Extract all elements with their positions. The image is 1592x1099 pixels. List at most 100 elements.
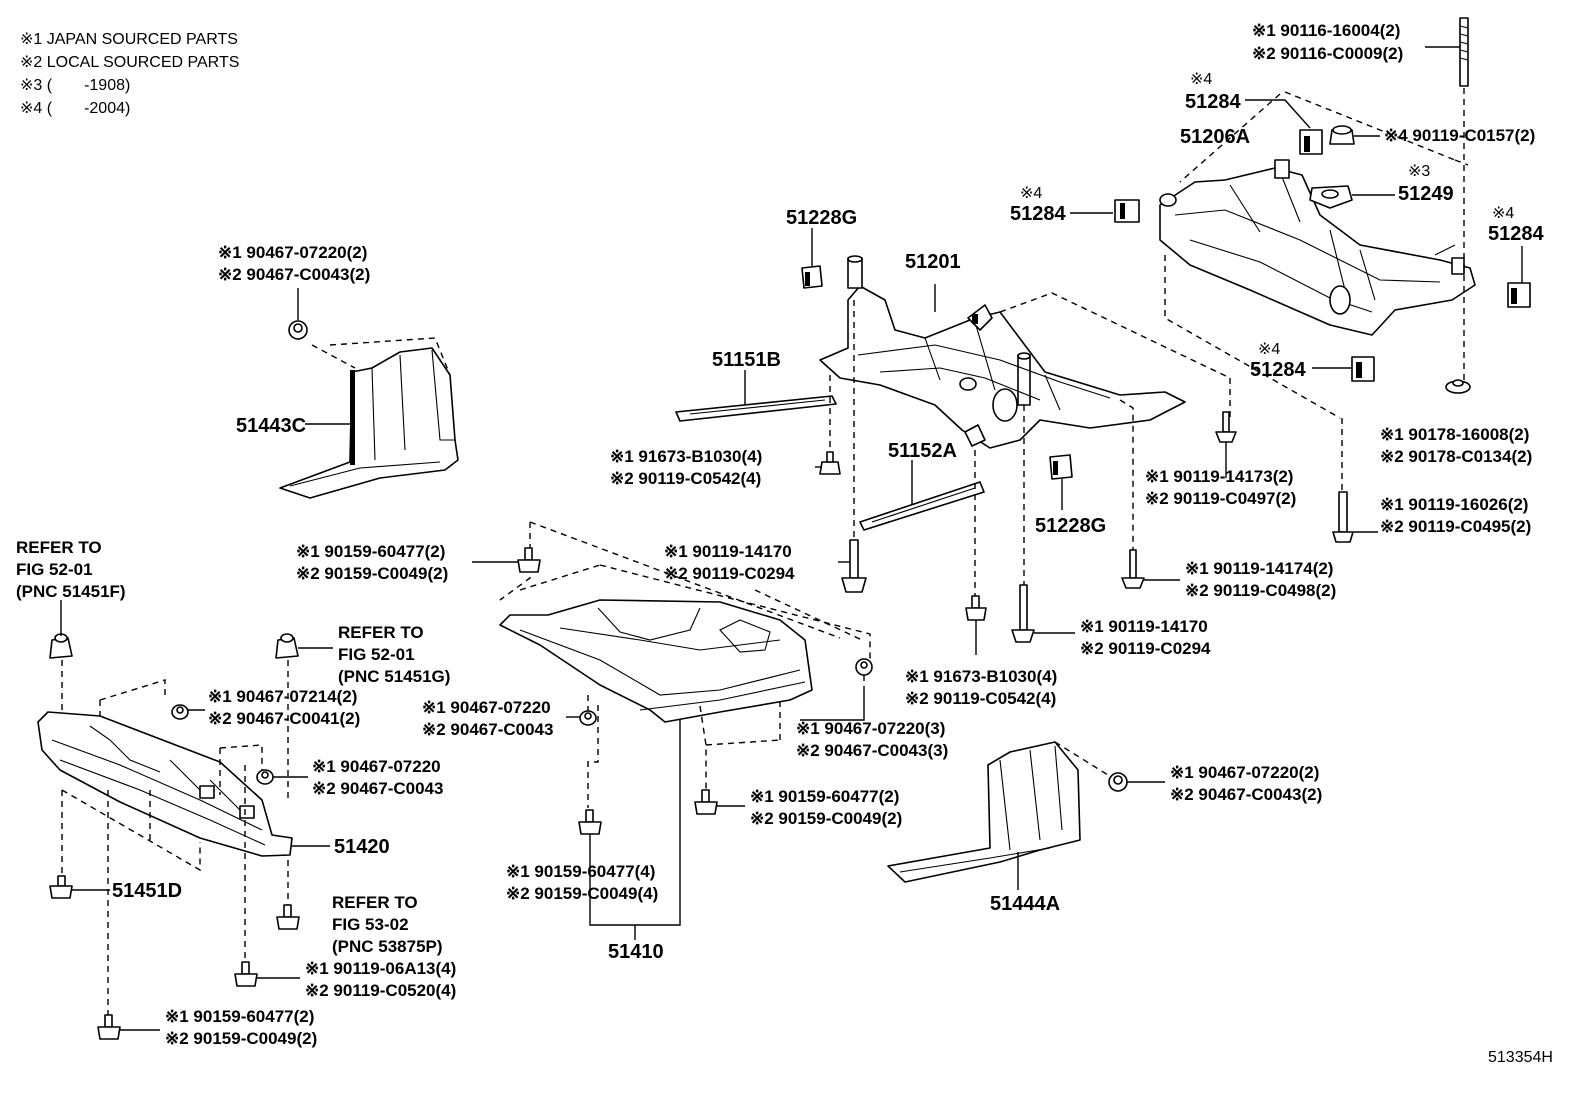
clip-90467-3 xyxy=(855,658,873,676)
label-90159-top-2: ※2 90159-C0049(2) xyxy=(296,564,448,583)
label-90467-07214-1: ※1 90467-07214(2) xyxy=(208,687,357,706)
refer-F-line-1: REFER TO xyxy=(16,538,102,557)
bolt-51451D xyxy=(49,875,73,899)
clip-90467-07214 xyxy=(171,704,189,720)
label-90119-14170b-1: ※1 90119-14170 xyxy=(1080,617,1208,636)
label-90178-1: ※1 90178-16008(2) xyxy=(1380,425,1529,444)
undercover-51420 xyxy=(37,711,293,857)
label-90467-top-2: ※2 90467-C0043(2) xyxy=(218,265,370,284)
bolt-90119-06A13 xyxy=(234,961,258,987)
label-51201: 51201 xyxy=(905,251,961,273)
stopper-51284-a xyxy=(1299,129,1323,155)
refer-G-line-2: FIG 52-01 xyxy=(338,645,415,664)
label-90119-06A13-2: ※2 90119-C0520(4) xyxy=(305,981,456,1000)
refer-F-line-3: (PNC 51451F) xyxy=(16,582,126,601)
label-90159-mid-2: ※2 90159-C0049(2) xyxy=(750,809,902,828)
bolt-90159-4 xyxy=(578,809,602,835)
label-51284b-note: ※4 xyxy=(1020,185,1042,202)
label-90467-left-1: ※1 90467-07220 xyxy=(312,757,441,776)
refer-F-line-2: FIG 52-01 xyxy=(16,560,93,579)
label-51206A: 51206A xyxy=(1180,126,1250,148)
label-90119-C0157: ※4 90119-C0157(2) xyxy=(1384,126,1535,145)
bolt-90119-14174 xyxy=(1121,549,1145,589)
label-90159-bottom-1: ※1 90159-60477(2) xyxy=(165,1007,314,1026)
bolt-90159-top xyxy=(517,547,541,573)
label-90467-3-1: ※1 90467-07220(3) xyxy=(796,719,945,738)
label-90159-top-1: ※1 90159-60477(2) xyxy=(296,542,445,561)
label-51444A: 51444A xyxy=(990,893,1060,915)
label-51284d: 51284 xyxy=(1250,359,1306,381)
label-90119-16026-1: ※1 90119-16026(2) xyxy=(1380,495,1528,514)
label-51284a: 51284 xyxy=(1185,91,1241,113)
bolt-90159-bottom xyxy=(97,1014,121,1040)
label-90119-14170b-2: ※2 90119-C0294 xyxy=(1080,639,1211,658)
label-90119-14174-2: ※2 90119-C0498(2) xyxy=(1185,581,1336,600)
label-90119-14173-1: ※1 90119-14173(2) xyxy=(1145,467,1293,486)
label-90467-top-1: ※1 90467-07220(2) xyxy=(218,243,367,262)
label-90467-mid-2: ※2 90467-C0043 xyxy=(422,720,553,739)
clip-90467-left xyxy=(256,769,274,785)
bolt-90159-mid xyxy=(694,789,718,815)
brace-51151B xyxy=(675,395,837,422)
label-90467-left-2: ※2 90467-C0043 xyxy=(312,779,443,798)
label-51151B: 51151B xyxy=(712,349,781,371)
refer-53-line-1: REFER TO xyxy=(332,893,418,912)
label-90119-16026-2: ※2 90119-C0495(2) xyxy=(1380,517,1531,536)
brace-51152A xyxy=(859,481,985,531)
bolt-90116-16004 xyxy=(1459,17,1469,87)
note-1: ※1 JAPAN SOURCED PARTS xyxy=(20,31,238,48)
label-91673a-2: ※2 90119-C0542(4) xyxy=(610,469,761,488)
bolt-90119-14170-b xyxy=(1011,584,1035,643)
clip-90467-right xyxy=(1108,772,1128,792)
note-2: ※2 LOCAL SOURCED PARTS xyxy=(20,54,239,71)
label-51228G-top: 51228G xyxy=(786,207,857,229)
label-90119-14173-2: ※2 90119-C0497(2) xyxy=(1145,489,1296,508)
stopper-51228G-top xyxy=(801,265,823,289)
shield-51443C xyxy=(279,347,459,499)
bolt-90119-14173 xyxy=(1215,411,1237,443)
refer-G-line-1: REFER TO xyxy=(338,623,424,642)
label-90119-14170a-1: ※1 90119-14170 xyxy=(664,542,792,561)
label-90119-06A13-1: ※1 90119-06A13(4) xyxy=(305,959,456,978)
label-51249: 51249 xyxy=(1398,183,1454,205)
bolt-90119-14170-a xyxy=(841,539,867,593)
bolt-90119-16026 xyxy=(1332,491,1354,543)
bolt-91673-a xyxy=(819,451,841,475)
note-4: ※4 ( -2004) xyxy=(20,100,130,117)
note-3: ※3 ( -1908) xyxy=(20,77,130,94)
label-51284d-note: ※4 xyxy=(1258,341,1280,358)
label-51284a-note: ※4 xyxy=(1190,71,1212,88)
nut-90119-C0157 xyxy=(1329,125,1355,145)
stopper-51284-c xyxy=(1507,282,1531,308)
label-90178-2: ※2 90178-C0134(2) xyxy=(1380,447,1532,466)
stopper-51228G-bottom xyxy=(1049,454,1073,480)
label-90159-4-1: ※1 90159-60477(4) xyxy=(506,862,655,881)
undercover-51410 xyxy=(499,599,813,723)
label-90467-3-2: ※2 90467-C0043(3) xyxy=(796,741,948,760)
stopper-51284-d xyxy=(1351,356,1375,382)
label-51284c-note: ※4 xyxy=(1492,205,1514,222)
label-91673b-1: ※1 91673-B1030(4) xyxy=(905,667,1057,686)
clip-refer-52-01-G xyxy=(275,633,299,659)
clip-90467-top xyxy=(288,320,308,340)
label-51451D: 51451D xyxy=(112,880,182,902)
notes-legend: ※1 JAPAN SOURCED PARTS ※2 LOCAL SOURCED … xyxy=(20,31,239,117)
stopper-51284-b xyxy=(1114,199,1140,223)
refer-53-line-2: FIG 53-02 xyxy=(332,915,409,934)
label-90467-right-2: ※2 90467-C0043(2) xyxy=(1170,785,1322,804)
clip-refer-52-01-F xyxy=(49,633,73,659)
clip-90467-mid xyxy=(579,710,597,726)
label-90467-right-1: ※1 90467-07220(2) xyxy=(1170,763,1319,782)
label-51284b: 51284 xyxy=(1010,203,1066,225)
label-51284c: 51284 xyxy=(1488,223,1544,245)
label-51410: 51410 xyxy=(608,941,664,963)
label-91673a-1: ※1 91673-B1030(4) xyxy=(610,447,762,466)
shield-51444A xyxy=(887,741,1081,883)
label-90119-14174-1: ※1 90119-14174(2) xyxy=(1185,559,1333,578)
label-51443C: 51443C xyxy=(236,415,306,437)
front-crossmember-51201 xyxy=(819,255,1186,449)
label-51420: 51420 xyxy=(334,836,390,858)
label-90159-bottom-2: ※2 90159-C0049(2) xyxy=(165,1029,317,1048)
